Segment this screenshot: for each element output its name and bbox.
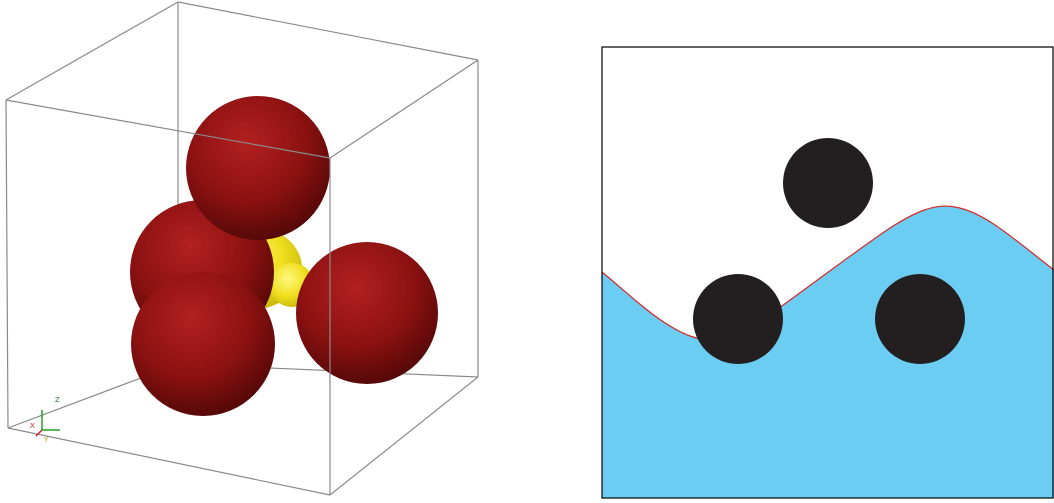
panel-3d-view: Z X Y	[0, 0, 500, 503]
box-edge	[5, 99, 331, 159]
sphere-right	[296, 242, 438, 384]
box-edge	[329, 376, 479, 496]
interface-line	[601, 205, 1054, 341]
3d-scene: Z X Y	[5, 1, 479, 496]
particle-right	[875, 274, 965, 364]
box-front-edges	[5, 1, 479, 496]
axis-y-label: Y	[43, 436, 49, 444]
box-edge	[5, 99, 9, 429]
axis-x-label: X	[30, 422, 35, 430]
box-edge	[329, 59, 479, 159]
2d-section	[601, 46, 1054, 499]
particle-top	[783, 138, 873, 228]
box-edge	[7, 427, 331, 496]
particle-left	[693, 274, 783, 364]
axis-z-label: Z	[55, 396, 60, 404]
box-edge	[5, 1, 179, 101]
axis-x-line	[35, 429, 43, 437]
axis-triad: Z X Y	[30, 396, 60, 444]
sphere-front	[131, 272, 275, 416]
sphere-top	[186, 96, 330, 240]
liquid-region	[602, 206, 1054, 498]
section-frame	[601, 46, 1054, 499]
panel-2d-section	[590, 0, 1054, 503]
box-edge	[177, 1, 479, 61]
